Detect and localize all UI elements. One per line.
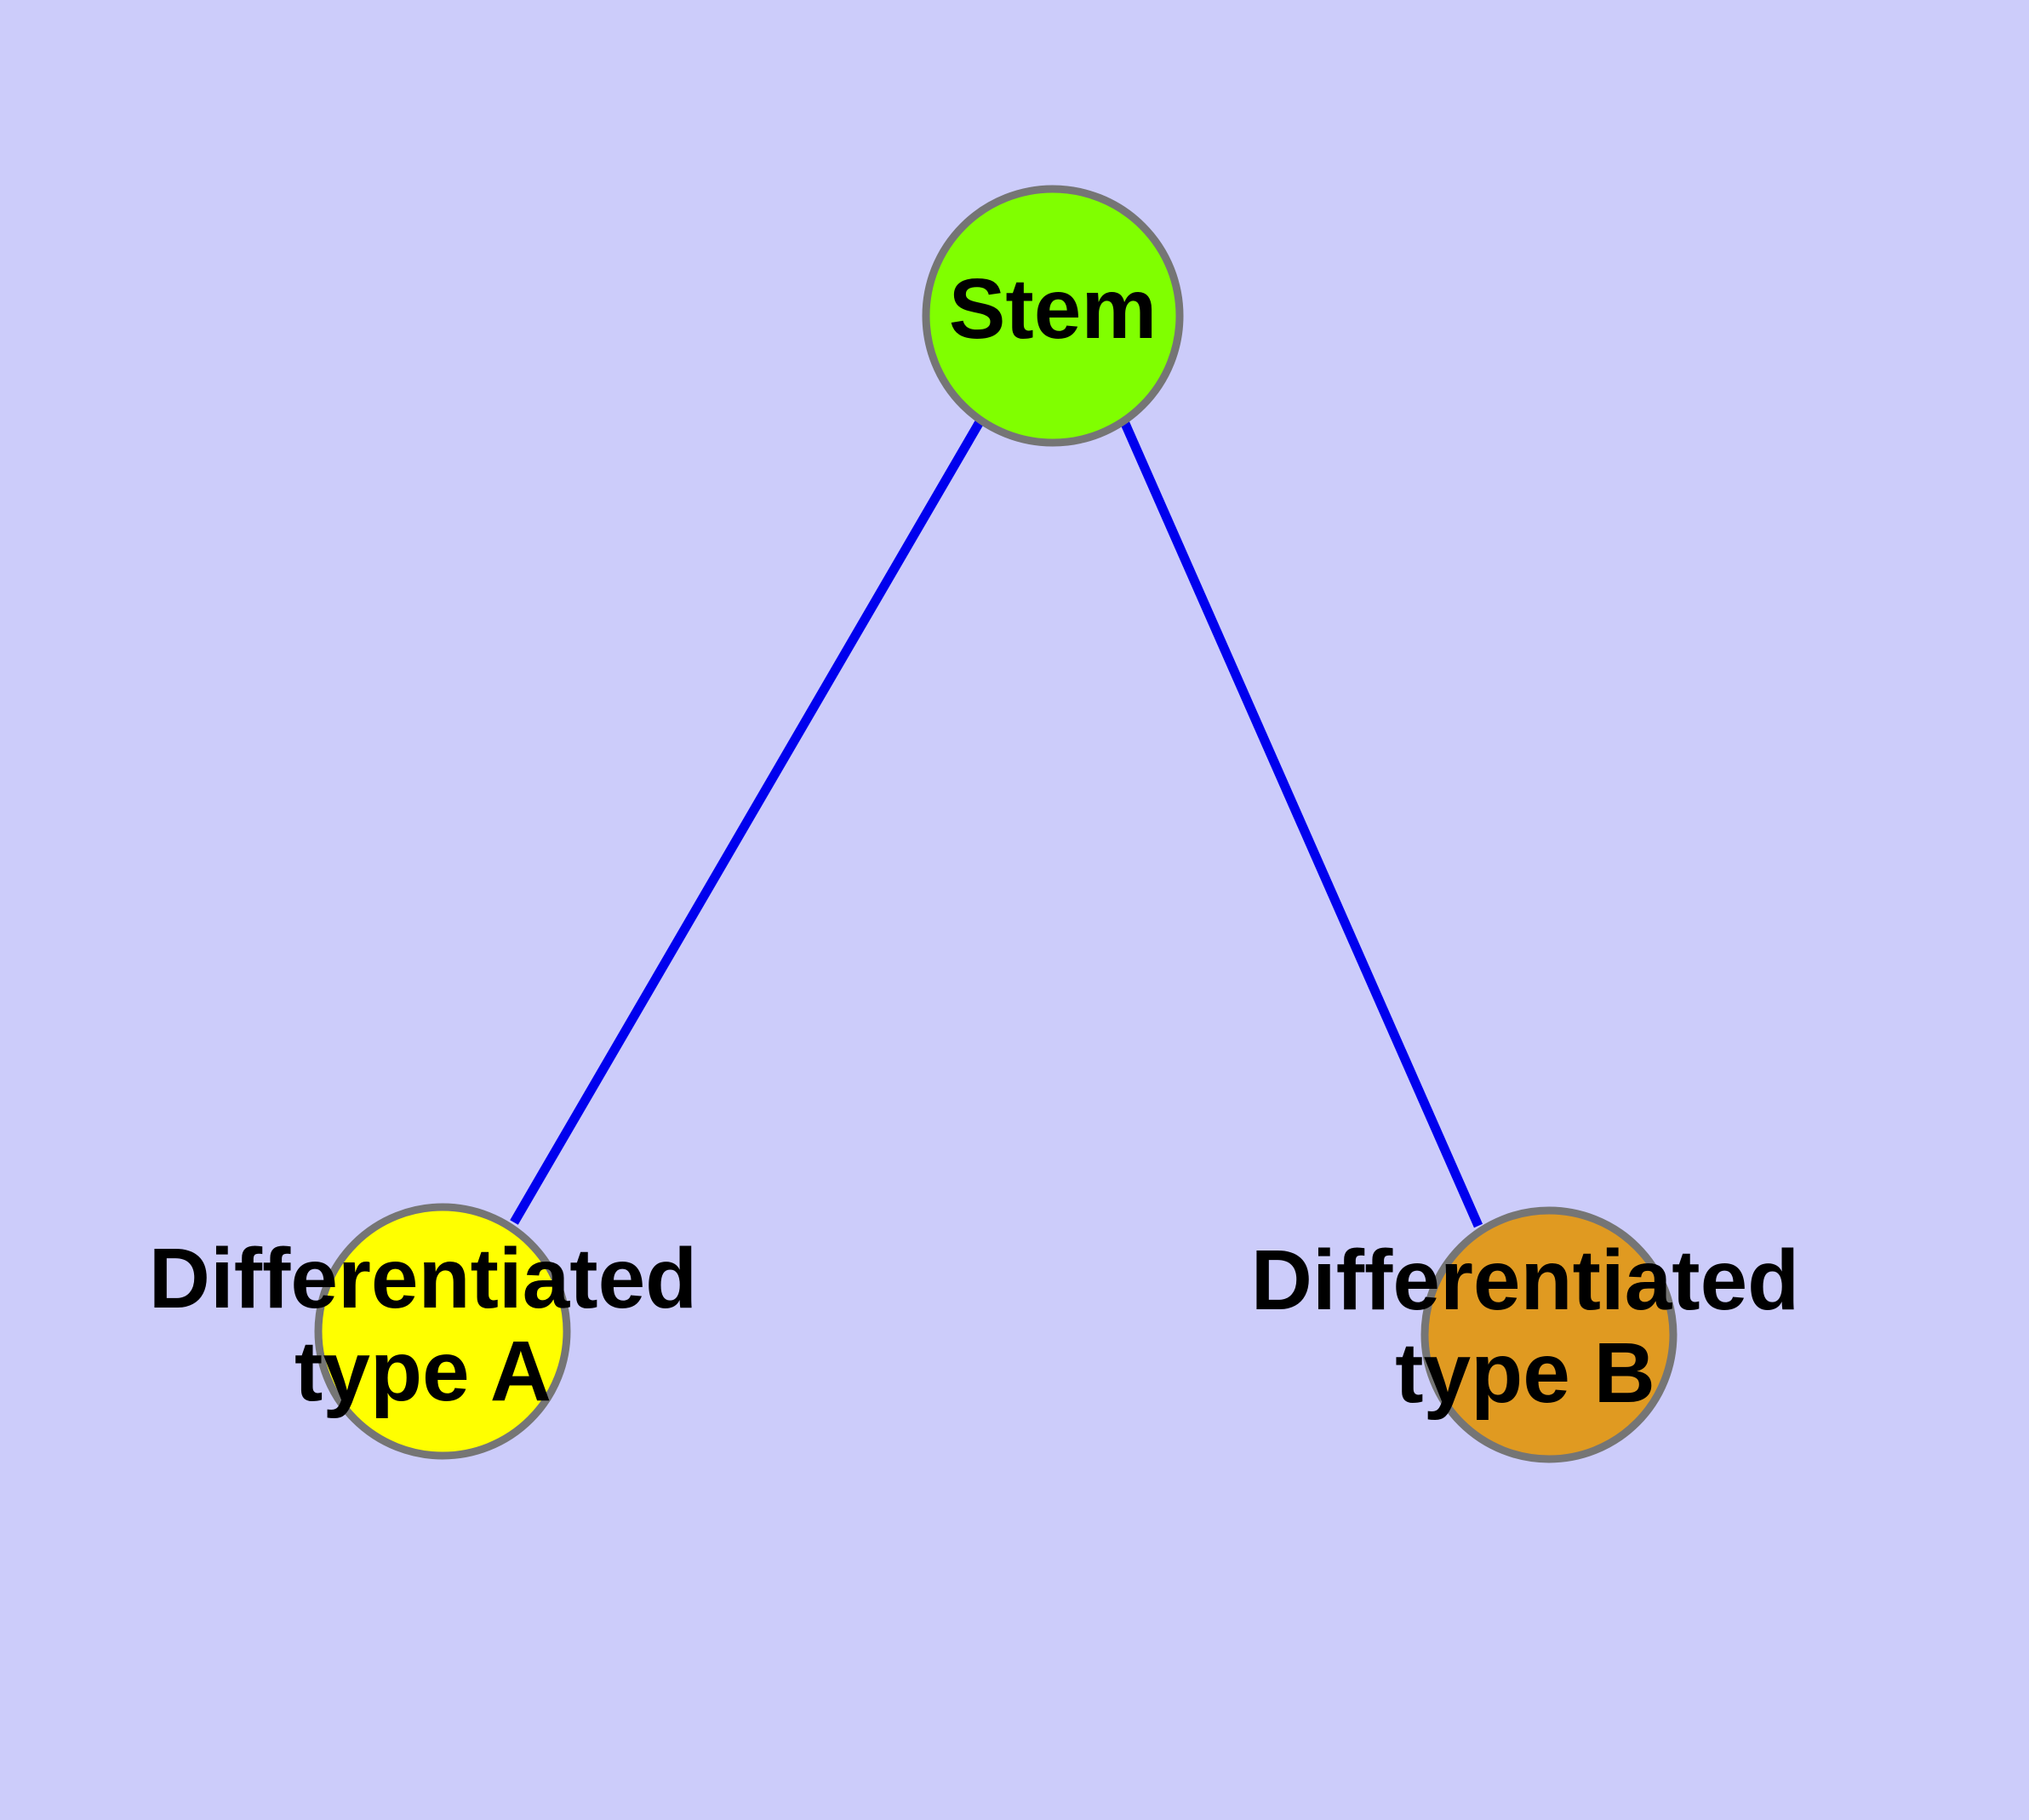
edge-stem-to-differentiated-type-b[interactable]	[1118, 417, 1483, 1228]
edge-stem-to-differentiated-type-a[interactable]	[510, 418, 985, 1225]
node-layer	[314, 185, 1677, 1463]
edge-layer	[510, 417, 1483, 1228]
node-stem-circle[interactable]	[922, 185, 1184, 447]
node-differentiated-type-a-circle[interactable]	[314, 1203, 571, 1460]
node-differentiated-type-b-circle[interactable]	[1420, 1206, 1677, 1463]
node-stem-label: Stem	[949, 261, 1157, 357]
